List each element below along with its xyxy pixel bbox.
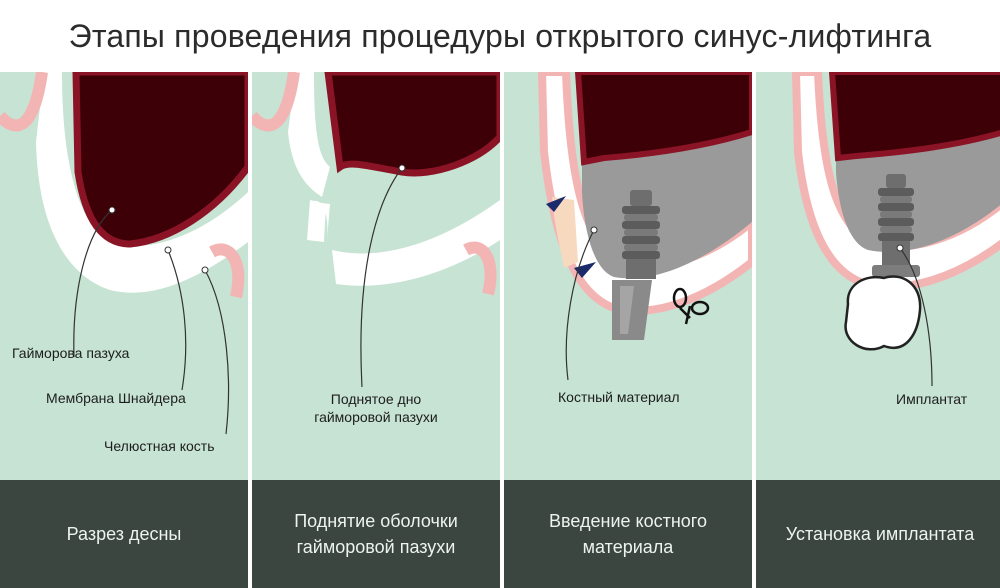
label-raised-sinus-floor-line2: гайморовой пазухи [314, 409, 437, 425]
label-maxillary-sinus: Гайморова пазуха [12, 344, 129, 362]
panel-bone-graft: Костный материал Введение костного матер… [504, 72, 752, 588]
label-raised-sinus-floor: Поднятое дно гайморовой пазухи [276, 390, 476, 426]
label-implant: Имплантат [896, 390, 967, 408]
crown-icon [846, 276, 921, 349]
step-caption-line2: материала [549, 534, 707, 560]
page-title: Этапы проведения процедуры открытого син… [0, 0, 1000, 72]
step-caption: Введение костного материала [504, 480, 752, 588]
label-bone-material: Костный материал [558, 388, 680, 406]
panel-gum-incision: Гайморова пазуха Мембрана Шнайдера Челюс… [0, 72, 248, 588]
step-caption: Разрез десны [0, 480, 248, 588]
step-caption-text: Установка имплантата [786, 521, 974, 547]
panel-membrane-lift: Поднятое дно гайморовой пазухи Поднятие … [252, 72, 500, 588]
step-caption-line1: Поднятие оболочки [294, 508, 458, 534]
label-schneider-membrane: Мембрана Шнайдера [46, 389, 186, 407]
label-raised-sinus-floor-line1: Поднятое дно [331, 391, 421, 407]
step-caption: Поднятие оболочки гайморовой пазухи [252, 480, 500, 588]
step-caption-line2: гайморовой пазухи [294, 534, 458, 560]
panel-implant-placement: Имплантат Установка имплантата [756, 72, 1000, 588]
step-caption-line1: Введение костного [549, 508, 707, 534]
step-caption: Установка имплантата [756, 480, 1000, 588]
label-jaw-bone: Челюстная кость [104, 437, 215, 455]
step-caption-text: Разрез десны [67, 521, 182, 547]
